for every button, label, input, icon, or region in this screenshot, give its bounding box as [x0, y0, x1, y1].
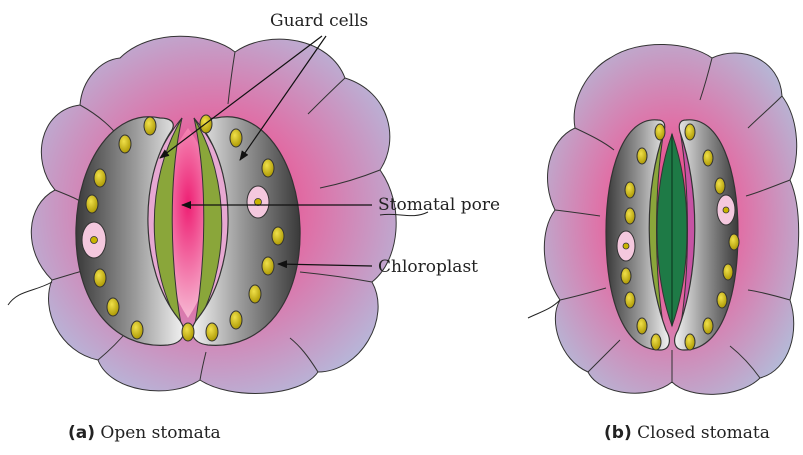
open-nucleus-right [247, 186, 269, 218]
open-nucleus-left [82, 222, 106, 258]
caption-closed-letter: (b) [604, 423, 632, 443]
caption-closed-stomata: (b) Closed stomata [604, 423, 770, 443]
caption-open-letter: (a) [68, 423, 95, 443]
label-stomatal-pore: Stomatal pore [378, 195, 500, 215]
caption-open-stomata: (a) Open stomata [68, 423, 221, 443]
closed-nucleus-right [717, 195, 735, 225]
closed-stomata-figure [528, 44, 799, 394]
label-guard-cells: Guard cells [270, 11, 368, 31]
label-chloroplast: Chloroplast [378, 257, 478, 277]
open-stomata-figure [8, 36, 428, 393]
caption-open-text: Open stomata [100, 423, 220, 443]
closed-nucleus-left [617, 231, 635, 261]
caption-closed-text: Closed stomata [637, 423, 770, 443]
